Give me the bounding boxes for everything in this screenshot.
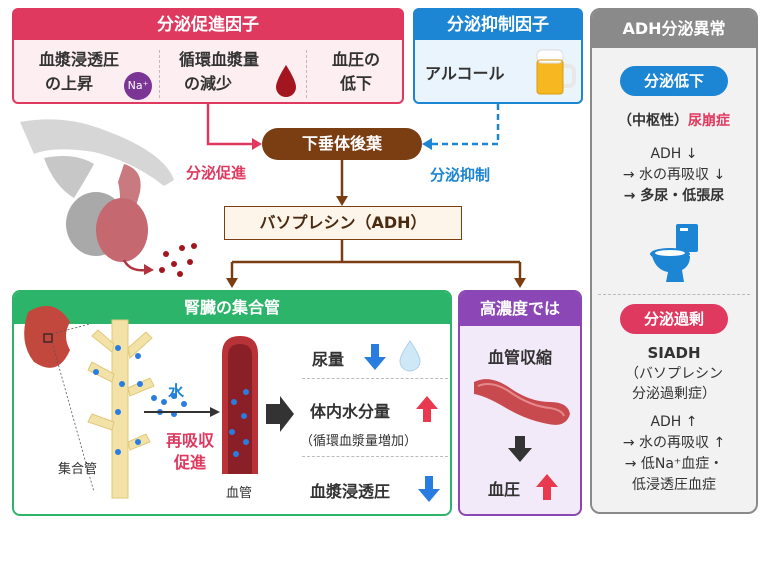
effect-body-water-note: （循環血漿量増加） — [300, 434, 418, 449]
constricted-vessel-illustration — [474, 379, 570, 425]
pituitary-illustration — [20, 119, 197, 277]
up-arrow-icon — [416, 396, 438, 422]
divider — [598, 294, 750, 295]
hyposecretion-pill: 分泌低下 — [620, 66, 728, 96]
siadh-label: SIADH — [647, 344, 701, 362]
divider — [159, 50, 160, 98]
vasoconstriction-label: 血管収縮 — [487, 348, 552, 367]
effect-plasma-osmolality: 血漿浸透圧 — [310, 482, 391, 501]
collecting-duct-label: 集合管 — [58, 462, 98, 477]
hyposecretion-cause: （中枢性）尿崩症 — [618, 113, 730, 129]
promote-item-osmolality: 血漿浸透圧 の上昇 — [38, 50, 119, 93]
inhibit-factors-title: 分泌抑制因子 — [415, 10, 581, 40]
blood-vessel-label: 血管 — [226, 486, 253, 501]
kidney-collecting-duct-illustration — [24, 305, 294, 499]
connector-arrows — [206, 104, 526, 288]
inhibit-factors-box: 分泌抑制因子 アルコール — [413, 8, 583, 104]
promote-factors-box: 分泌促進因子 血漿浸透圧 の上昇 Na⁺ 循環血漿量 の減少 血圧の 低下 — [12, 8, 404, 104]
kidney-title: 腎臓の集合管 — [14, 292, 450, 324]
promote-arrow-label: 分泌促進 — [186, 164, 247, 182]
divider — [302, 456, 448, 457]
hypersecretion-mechanism: ADH ↑ → 水の再吸収 ↑ → 低Na⁺血症・ 低浸透圧血症 — [622, 414, 726, 493]
down-arrow-icon — [418, 476, 440, 502]
divider — [306, 50, 307, 98]
up-arrow-icon — [536, 474, 558, 500]
inhibit-arrow-label: 分泌抑制 — [430, 166, 491, 184]
promote-factors-title: 分泌促進因子 — [14, 10, 402, 40]
kidney-box: 腎臓の集合管 — [12, 290, 452, 516]
promote-item-plasma-volume: 循環血漿量 の減少 — [178, 50, 259, 93]
high-concentration-box: 高濃度では 血管収縮 血圧 — [458, 290, 582, 516]
divider — [302, 378, 448, 379]
inhibit-item-alcohol: アルコール — [425, 64, 505, 83]
water-drop-icon — [399, 340, 421, 372]
reabsorption-label: 再吸収 促進 — [165, 431, 214, 472]
blood-drop-icon — [276, 65, 296, 97]
sodium-badge: Na⁺ — [124, 72, 152, 100]
down-arrow-icon — [364, 344, 386, 370]
siadh-full-name: （バソプレシン 分泌過剰症） — [625, 366, 723, 402]
toilet-icon — [650, 224, 698, 282]
abnormal-panel: ADH分泌異常 分泌低下 （中枢性）尿崩症 ADH ↓ → 水の再吸収 ↓ → … — [590, 8, 758, 514]
blood-pressure-label: 血圧 — [488, 480, 521, 499]
beer-mug-icon — [536, 49, 576, 95]
vasopressin-node: バソプレシン（ADH） — [224, 206, 462, 240]
pituitary-node: 下垂体後葉 — [262, 128, 422, 160]
abnormal-title: ADH分泌異常 — [592, 10, 756, 48]
down-arrow-icon — [508, 436, 532, 462]
effect-body-water: 体内水分量 — [310, 402, 391, 421]
high-concentration-title: 高濃度では — [460, 292, 580, 326]
hypersecretion-pill: 分泌過剰 — [620, 304, 728, 334]
hyposecretion-mechanism: ADH ↓ → 水の再吸収 ↓ → 多尿・低張尿 — [622, 146, 726, 204]
water-label: 水 — [168, 382, 185, 401]
promote-item-blood-pressure: 血圧の 低下 — [331, 50, 380, 93]
effect-urine-volume: 尿量 — [312, 350, 345, 369]
